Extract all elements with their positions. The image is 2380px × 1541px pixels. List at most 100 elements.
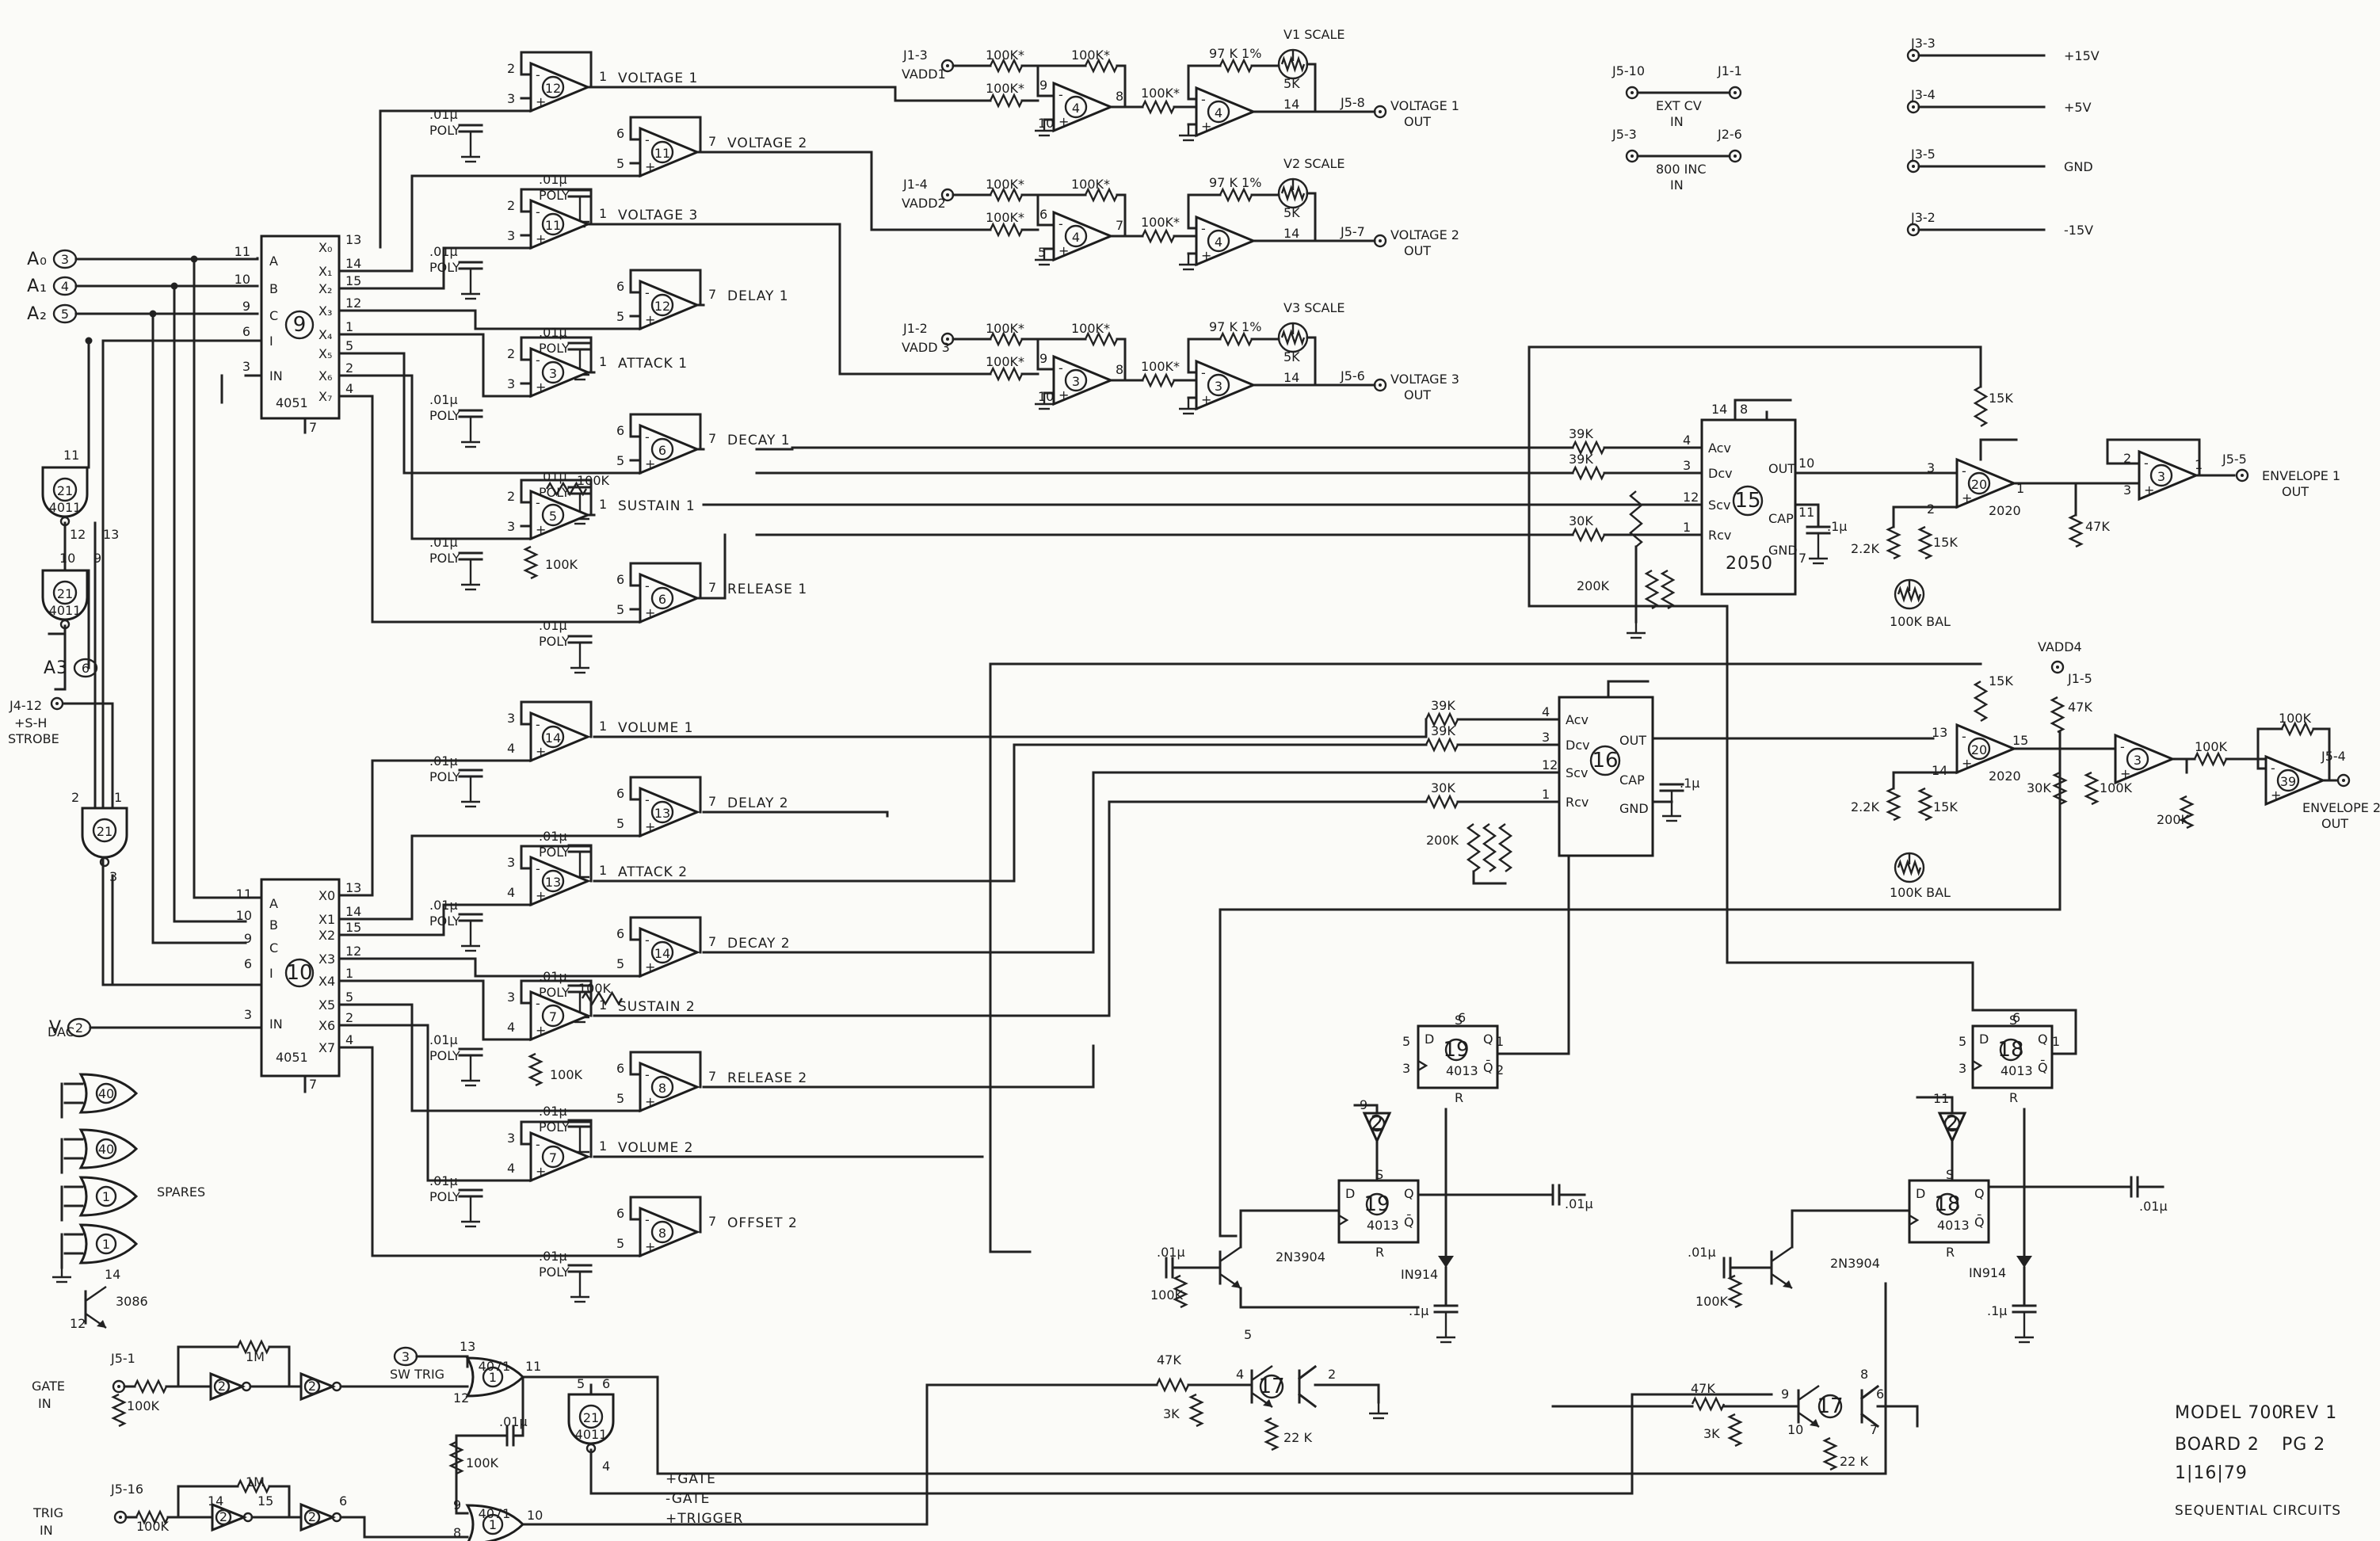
mux-10-out-num: 13 [345,880,361,895]
op-amp-number-ring [1064,368,1088,392]
pin-num: 12 [453,1390,469,1406]
env1-pin-num: 12 [1683,490,1699,505]
op-amp-number-ring [650,1075,674,1099]
wire [1876,1405,1919,1428]
vadd4-connector [2050,660,2065,674]
ground-icon [461,283,480,300]
wire [1020,338,1055,371]
mux-10-pin-num: 11 [236,887,252,902]
voltage-out-label-2: OUT [1404,387,1431,402]
vadd-res-b [989,222,1024,238]
cap-value: .01μ [429,244,458,259]
hold-capacitor [458,913,483,935]
mux-10-out-num: 4 [345,1032,353,1047]
pin-num: 5 [1038,245,1046,260]
mux-10-pin-num: 6 [244,956,252,971]
ic-number-ring [1936,1192,1959,1216]
pin-label: A₀ [27,250,48,269]
wire [338,1024,532,1182]
inverting-input-sign: - [645,132,650,147]
ff-q: Q [1974,1186,1985,1201]
vadd-connector [940,188,955,202]
op-amp-number: 12 [545,81,561,96]
hold-capacitor [458,124,483,146]
noninverting-input-sign: + [645,605,655,620]
wire [593,743,1428,883]
op-amp-body [639,1061,700,1113]
gate-in-100k-gnd [111,1393,127,1428]
transistor-label: 2N3904 [1276,1249,1325,1264]
mux-9-out-num: 14 [345,256,361,271]
pin-num: 4 [602,1459,610,1474]
gate-in-connector [112,1379,126,1394]
env1-input-res [1571,465,1606,481]
op-amp-number-ring [541,360,565,384]
res-label: 100K [578,981,612,996]
wire [1187,338,1222,374]
mux-9-pin: B [269,281,278,296]
env2-200k [1466,823,1482,872]
op-amp-number-ring [541,1145,565,1169]
noninverting-input-sign: + [536,231,546,246]
gate-number-ring [95,1138,117,1160]
hold-capacitor [458,551,483,574]
ic-number-text: 9 [293,313,307,337]
res-label: 15K [1933,535,1958,550]
sw-trig-label: SW TRIG [390,1367,444,1382]
strobe-conn-label: J4-12 [9,698,42,713]
wire [1892,771,1959,790]
op-amp-number-ring [1207,100,1230,124]
buffer-label: ATTACK 2 [618,864,688,880]
res-label: 2.2K [1851,799,1879,814]
env2-pin-num: 1 [1542,787,1550,802]
cap-value: .1μ [1827,519,1847,534]
op-amp-body [1052,210,1114,262]
res-label: 100K [2100,780,2133,795]
op-amp-number: 7 [549,1150,557,1165]
fb-res [1084,331,1119,347]
vadd-res-b [989,93,1024,109]
scale-op-amp: 4 [1195,86,1257,138]
wire [702,533,727,600]
buffer-label: DECAY 1 [727,433,791,448]
res-label: 100K* [986,321,1024,336]
buffer-label: VOLTAGE 1 [618,71,698,86]
cap-value: .01μ [1565,1196,1593,1211]
cap-value: .01μ [539,469,567,484]
hold-capacitor [567,635,593,657]
connector-dot [1631,154,1634,158]
op-amp-number-ring [650,140,674,164]
wire [702,771,1561,954]
connector-dot [2056,666,2059,669]
noninverting-input-sign: + [1058,243,1069,258]
pin-num: 4 [507,885,515,900]
pin-num: 1 [599,69,607,84]
conn-desc: EXT CV [1656,98,1702,113]
ground-icon [461,1211,480,1228]
scale-label: V1 SCALE [1283,27,1345,42]
wire [193,257,247,899]
res-label: 100K BAL [1890,885,1951,900]
summing-op-amp: 4 [1052,210,1114,262]
nand-bubble [99,856,110,868]
title-date: 1|16|79 [2175,1463,2248,1483]
env2-out: OUT [1619,733,1646,748]
mux-10-out: X3 [318,952,335,967]
ground-icon [52,1266,71,1284]
mux-10-gnd-num: 7 [309,1077,317,1092]
ff-clock-mark [1417,1059,1428,1072]
inverting-input-sign: - [1058,360,1063,376]
power-label: GND [2064,159,2093,174]
connector-dot [1631,91,1634,94]
op-amp-number-ring [1967,471,1991,495]
pin-oval [73,658,98,678]
pin-num: 2 [507,61,515,76]
wire [1791,1209,1911,1249]
vca-20: 20 [1955,457,2017,509]
ic-number-ring [1999,1038,2023,1062]
res-label: 97 K 1% [1209,175,1261,190]
ic-number-text: 10 [286,961,312,985]
conn-desc: IN [1670,114,1684,129]
buffer-label: ATTACK 1 [618,356,688,372]
